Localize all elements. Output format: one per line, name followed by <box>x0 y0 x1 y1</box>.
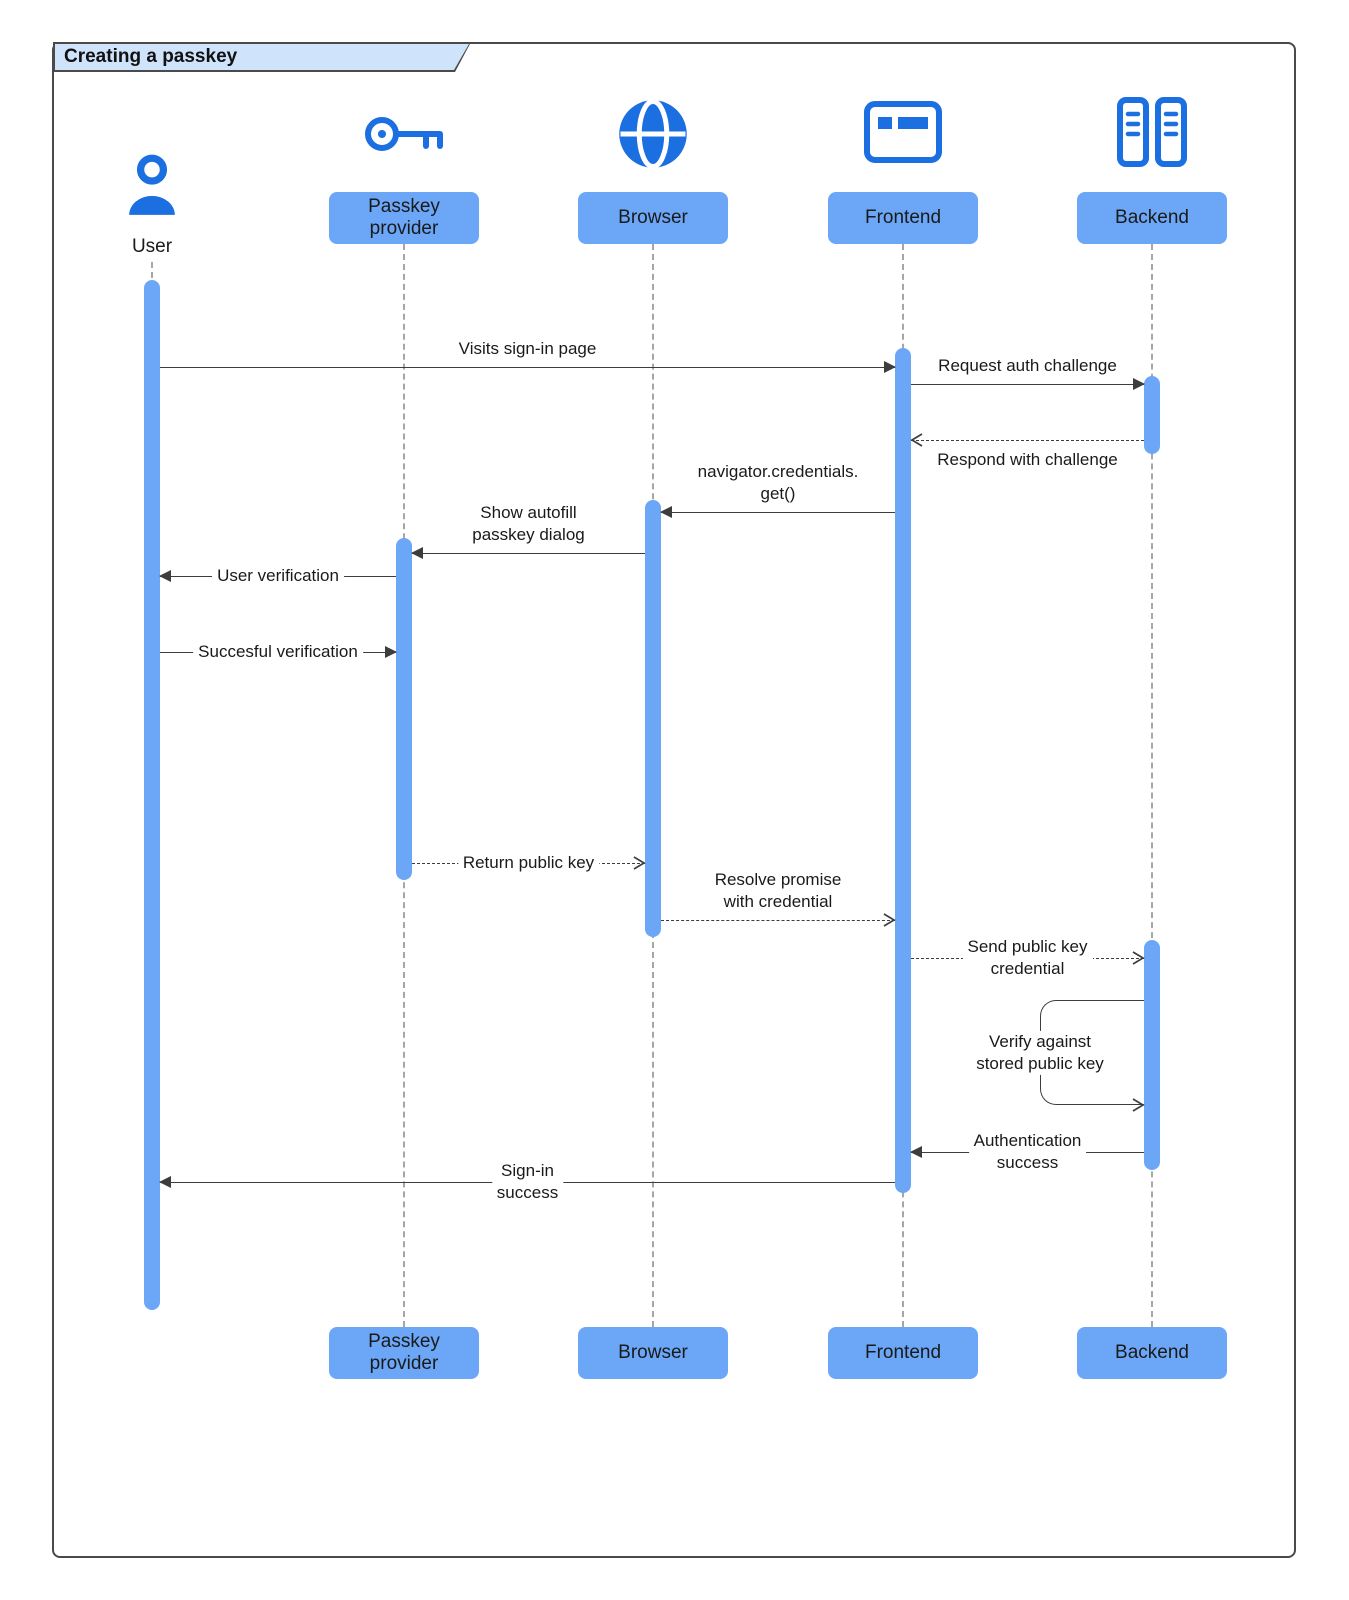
message-line <box>661 512 895 513</box>
message-label: Succesful verification <box>193 640 363 664</box>
actor-label-user: User <box>131 236 173 257</box>
actor-box-bottom-passkey-provider: Passkey provider <box>329 1327 479 1379</box>
arrowhead-icon <box>385 646 397 658</box>
message-line <box>911 440 1144 441</box>
actor-box-backend: Backend <box>1077 192 1227 244</box>
actor-box-passkey-provider: Passkey provider <box>329 192 479 244</box>
actor-box-frontend: Frontend <box>828 192 978 244</box>
activation-bar-browser <box>645 500 661 937</box>
message-line <box>661 920 895 921</box>
open-arrowhead-icon <box>883 913 896 927</box>
person-icon <box>114 146 190 235</box>
window-icon <box>863 100 943 169</box>
arrowhead-icon <box>910 1146 922 1158</box>
actor-box-bottom-frontend: Frontend <box>828 1327 978 1379</box>
actor-box-bottom-browser: Browser <box>578 1327 728 1379</box>
open-arrowhead-icon <box>1132 1098 1145 1112</box>
message-line <box>160 367 895 368</box>
key-icon <box>360 102 448 171</box>
open-arrowhead-icon <box>910 433 923 447</box>
open-arrowhead-icon <box>1132 951 1145 965</box>
activation-bar-user <box>144 280 160 1310</box>
activation-bar-passkey-provider <box>396 538 412 880</box>
actor-box-bottom-backend: Backend <box>1077 1327 1227 1379</box>
arrowhead-icon <box>159 570 171 582</box>
diagram-frame <box>52 42 1296 1558</box>
message-label: Respond with challenge <box>932 449 1123 472</box>
message-line <box>412 553 645 554</box>
lifeline-backend <box>1151 244 1153 1327</box>
actor-box-browser: Browser <box>578 192 728 244</box>
diagram-title: Creating a passkey <box>64 46 238 67</box>
open-arrowhead-icon <box>633 856 646 870</box>
message-label: Visits sign-in page <box>453 337 602 360</box>
message-label: Return public key <box>457 851 600 875</box>
message-label: User verification <box>212 564 344 588</box>
message-label: Request auth challenge <box>933 354 1122 377</box>
arrowhead-icon <box>884 361 896 373</box>
message-label: Verify against stored public key <box>971 1030 1109 1075</box>
server-icon <box>1114 96 1190 173</box>
arrowhead-icon <box>1133 378 1145 390</box>
message-line <box>911 384 1144 385</box>
diagram-title-tab: Creating a passkey <box>53 42 471 72</box>
message-label: Authentication success <box>968 1129 1087 1175</box>
globe-icon <box>613 94 693 179</box>
arrowhead-icon <box>159 1176 171 1188</box>
message-label: navigator.credentials. get() <box>692 460 864 505</box>
activation-bar-backend-1 <box>1144 376 1160 454</box>
message-label: Send public key credential <box>962 935 1093 981</box>
message-label: Show autofill passkey dialog <box>467 501 590 546</box>
arrowhead-icon <box>660 506 672 518</box>
message-label: Resolve promise with credential <box>709 868 847 913</box>
arrowhead-icon <box>411 547 423 559</box>
activation-bar-frontend <box>895 348 911 1193</box>
message-label: Sign-in success <box>491 1159 564 1205</box>
activation-bar-backend-2 <box>1144 940 1160 1170</box>
message-verify-against-stored-public-key: Verify against stored public key <box>971 1000 1145 1112</box>
